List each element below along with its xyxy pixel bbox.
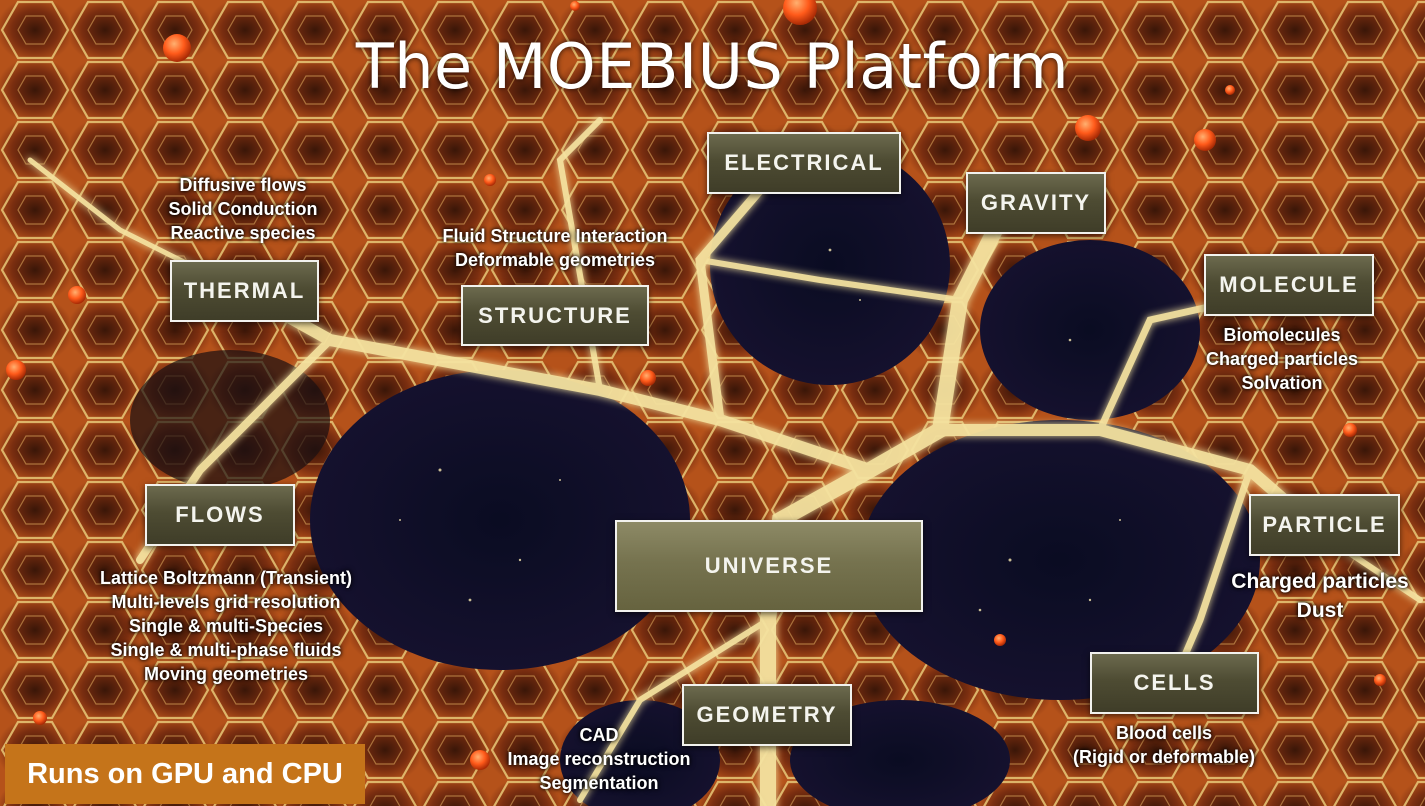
molecule-description: Biomolecules Charged particles Solvation [1182, 323, 1382, 395]
geometry-line: CAD [579, 725, 619, 745]
thermal-description: Diffusive flows Solid Conduction Reactiv… [143, 173, 343, 245]
molecule-line: Charged particles [1205, 349, 1359, 369]
cells-description: Blood cells (Rigid or deformable) [1054, 721, 1274, 769]
node-flows: FLOWS [145, 484, 295, 546]
node-electrical: ELECTRICAL [707, 132, 901, 194]
structure-line: Fluid Structure Interaction [442, 226, 668, 246]
node-cells: CELLS [1090, 652, 1259, 714]
thermal-line: Reactive species [170, 223, 316, 243]
flows-description: Lattice Boltzmann (Transient) Multi-leve… [66, 566, 386, 686]
flows-line: Single & multi-Species [128, 616, 324, 636]
node-thermal: THERMAL [170, 260, 319, 322]
particle-description: Charged particles Dust [1215, 567, 1425, 625]
flows-line: Lattice Boltzmann (Transient) [99, 568, 353, 588]
flows-line: Multi-levels grid resolution [111, 592, 341, 612]
cells-line: Blood cells [1115, 723, 1213, 743]
molecule-line: Biomolecules [1223, 325, 1341, 345]
node-geometry: GEOMETRY [682, 684, 852, 746]
runs-on-badge: Runs on GPU and CPU [5, 744, 365, 804]
molecule-line: Solvation [1241, 373, 1323, 393]
geometry-description: CAD Image reconstruction Segmentation [494, 723, 704, 795]
node-universe: UNIVERSE [615, 520, 923, 612]
node-particle: PARTICLE [1249, 494, 1400, 556]
geometry-line: Image reconstruction [507, 749, 691, 769]
cells-line: (Rigid or deformable) [1072, 747, 1255, 767]
structure-description: Fluid Structure Interaction Deformable g… [410, 224, 700, 272]
node-molecule: MOLECULE [1204, 254, 1374, 316]
particle-line: Dust [1296, 599, 1344, 622]
node-gravity: GRAVITY [966, 172, 1106, 234]
thermal-line: Solid Conduction [168, 199, 318, 219]
structure-line: Deformable geometries [454, 250, 656, 270]
flows-line: Single & multi-phase fluids [110, 640, 342, 660]
flows-line: Moving geometries [143, 664, 309, 684]
thermal-line: Diffusive flows [179, 175, 307, 195]
page-title: The MOEBIUS Platform [355, 30, 1070, 103]
geometry-line: Segmentation [539, 773, 659, 793]
node-structure: STRUCTURE [461, 285, 649, 346]
particle-line: Charged particles [1231, 570, 1409, 593]
